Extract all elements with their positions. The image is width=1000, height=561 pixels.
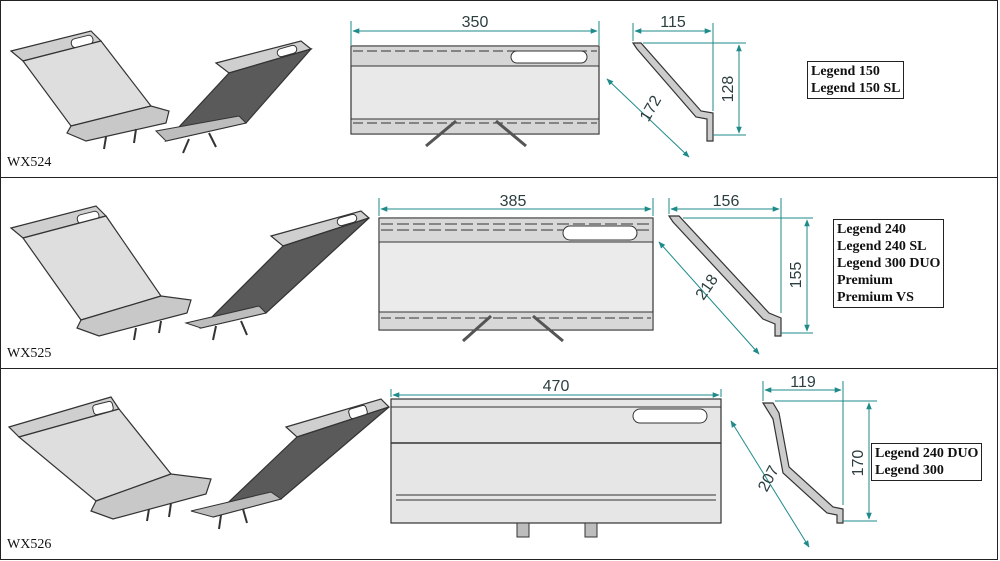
height-dimension-label: 155 (788, 262, 805, 289)
depth-dimension (668, 198, 782, 313)
iso-view-upper-part (9, 205, 192, 341)
product-row-wx524: 350 115 128 172 WX524 Legend 150 Legend … (0, 0, 998, 178)
compatible-models-box: Legend 240 DUO Legend 300 (871, 443, 983, 481)
diagonal-dimension-label: 218 (693, 272, 722, 304)
row-drawing-wx524: 350 115 128 172 (9, 14, 746, 158)
depth-dimension-label: 115 (660, 14, 686, 31)
height-dimension (643, 42, 746, 136)
diagonal-dimension-label: 172 (637, 93, 665, 125)
model-name: Legend 240 DUO (875, 446, 979, 461)
model-name: Legend 300 (875, 463, 944, 478)
compatible-models-box: Legend 150 Legend 150 SL (807, 61, 905, 99)
width-dimension (350, 21, 600, 45)
diagonal-dimension (658, 241, 760, 355)
product-code: WX524 (7, 155, 52, 170)
iso-view-upper-part (7, 396, 212, 522)
model-name: Premium (837, 273, 893, 288)
width-dimension (378, 198, 654, 216)
model-name: Legend 300 DUO (837, 256, 941, 271)
side-profile (667, 215, 782, 337)
product-row-wx525: 385 156 155 218 WX525 Legend 240 Legend … (0, 177, 998, 369)
iso-view-lower-part (190, 398, 391, 530)
product-row-wx526: 470 119 170 207 WX526 Legend 240 DUO Leg… (0, 368, 998, 560)
height-dimension (775, 400, 877, 522)
model-name: Legend 240 SL (837, 239, 927, 254)
product-code: WX525 (7, 346, 52, 361)
width-dimension-label: 470 (543, 378, 570, 395)
front-view (390, 398, 722, 538)
height-dimension-label: 170 (850, 450, 867, 477)
width-dimension (390, 389, 722, 398)
height-dimension-label: 128 (720, 76, 737, 103)
compatible-models-box: Legend 240 Legend 240 SL Legend 300 DUO … (833, 219, 945, 308)
side-profile (631, 42, 714, 142)
width-dimension-label: 350 (462, 14, 489, 31)
height-dimension (683, 217, 813, 334)
product-code: WX526 (7, 537, 52, 552)
side-profile (761, 402, 844, 524)
row-drawing-wx525: 385 156 155 218 (9, 193, 813, 355)
width-dimension-label: 385 (500, 193, 527, 210)
depth-dimension (762, 381, 844, 505)
front-view (350, 45, 600, 148)
iso-view-upper-part (9, 30, 170, 150)
model-name: Legend 150 (811, 64, 880, 79)
row-drawing-wx526: 470 119 170 207 (7, 374, 877, 548)
depth-dimension (632, 23, 714, 111)
model-name: Legend 150 SL (811, 81, 901, 96)
depth-dimension-label: 119 (790, 374, 816, 391)
model-name: Legend 240 (837, 222, 906, 237)
model-name: Premium VS (837, 290, 914, 305)
iso-view-lower-part (184, 210, 371, 341)
diagonal-dimension (606, 78, 690, 158)
front-view (378, 217, 654, 343)
iso-view-lower-part (154, 40, 313, 154)
diagonal-dimension (730, 420, 810, 548)
depth-dimension-label: 156 (713, 193, 740, 210)
